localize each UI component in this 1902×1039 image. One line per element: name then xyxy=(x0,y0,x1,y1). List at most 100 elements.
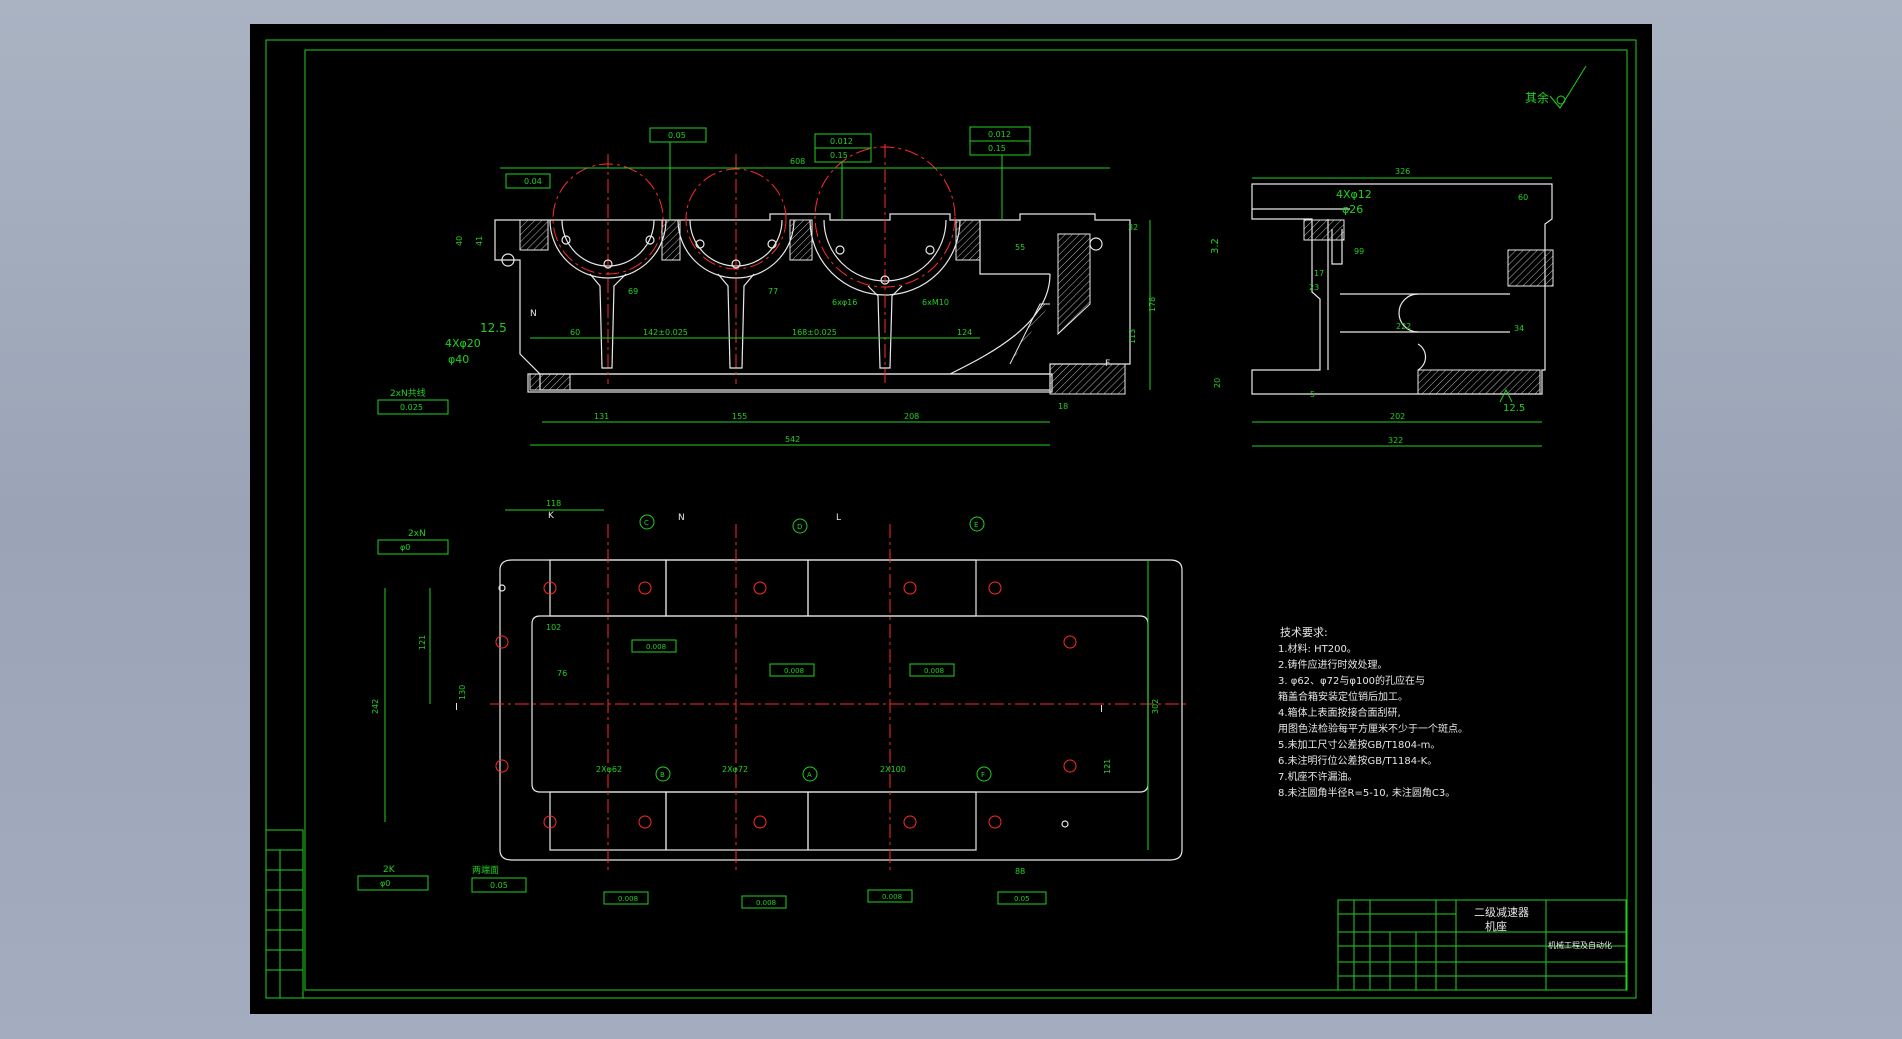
side-view: 326 60 99 222 34 202 322 20 5 23 17 4Xφ1… xyxy=(1210,167,1554,447)
svg-text:8.未注圆角半径R=5-10, 未注圆角C3。: 8.未注圆角半径R=5-10, 未注圆角C3。 xyxy=(1278,786,1455,799)
svg-text:1.材料: HT200。: 1.材料: HT200。 xyxy=(1278,642,1357,655)
svg-text:12.5: 12.5 xyxy=(1503,403,1525,414)
svg-text:0.008: 0.008 xyxy=(756,899,776,907)
svg-text:20: 20 xyxy=(1213,378,1222,388)
svg-text:542: 542 xyxy=(785,435,800,444)
svg-text:0.008: 0.008 xyxy=(924,667,944,675)
svg-text:102: 102 xyxy=(546,623,561,632)
svg-text:178: 178 xyxy=(1148,297,1157,312)
top-view: 118 102 76 242 121 130 302 121 88 K N L … xyxy=(357,499,1190,909)
svg-text:I: I xyxy=(455,702,458,713)
svg-text:2xN: 2xN xyxy=(408,529,426,539)
svg-text:0.008: 0.008 xyxy=(882,893,902,901)
svg-text:302: 302 xyxy=(1151,699,1160,714)
inner-border xyxy=(304,49,1628,991)
svg-text:41: 41 xyxy=(475,236,484,246)
svg-text:φ26: φ26 xyxy=(1342,203,1363,216)
svg-text:155: 155 xyxy=(732,412,747,421)
svg-text:121: 121 xyxy=(418,635,427,650)
svg-text:3.2: 3.2 xyxy=(1210,238,1221,254)
svg-text:4Xφ12: 4Xφ12 xyxy=(1336,188,1372,201)
svg-text:142±0.025: 142±0.025 xyxy=(643,328,688,337)
svg-text:5: 5 xyxy=(1310,390,1315,399)
svg-text:608: 608 xyxy=(790,157,805,166)
svg-text:C: C xyxy=(644,519,649,527)
svg-text:40: 40 xyxy=(455,236,464,246)
svg-text:121: 121 xyxy=(1103,759,1112,774)
svg-text:机座: 机座 xyxy=(1485,919,1507,933)
svg-text:55: 55 xyxy=(1015,243,1025,252)
svg-text:32: 32 xyxy=(1128,223,1138,232)
svg-text:12.5: 12.5 xyxy=(480,321,507,335)
svg-text:2X100: 2X100 xyxy=(880,765,906,774)
svg-text:E: E xyxy=(974,521,978,529)
svg-text:A: A xyxy=(807,771,812,779)
svg-text:F: F xyxy=(1105,359,1110,369)
svg-text:322: 322 xyxy=(1388,436,1403,445)
svg-text:L: L xyxy=(836,513,841,523)
svg-text:124: 124 xyxy=(957,328,972,337)
svg-text:二级减速器: 二级减速器 xyxy=(1474,906,1529,919)
svg-text:118: 118 xyxy=(546,499,561,508)
svg-text:0.05: 0.05 xyxy=(1014,895,1030,903)
svg-text:I: I xyxy=(1100,704,1103,715)
svg-text:2Xφ72: 2Xφ72 xyxy=(722,765,748,774)
svg-text:4.箱体上表面按接合面刮研,: 4.箱体上表面按接合面刮研, xyxy=(1278,706,1401,719)
svg-text:0.025: 0.025 xyxy=(400,403,423,412)
svg-text:技术要求:: 技术要求: xyxy=(1280,626,1328,639)
svg-text:6xM10: 6xM10 xyxy=(922,298,949,307)
front-view: 608 542 131 155 208 60 142±0.025 168±0.0… xyxy=(377,126,1157,446)
technical-requirements: 技术要求: 1.材料: HT200。 2.铸件应进行时效处理。 3. φ62、φ… xyxy=(1278,626,1468,799)
svg-text:60: 60 xyxy=(1518,193,1528,202)
svg-text:7.机座不许漏油。: 7.机座不许漏油。 xyxy=(1278,770,1358,783)
svg-text:两端面: 两端面 xyxy=(472,864,499,876)
svg-text:77: 77 xyxy=(768,287,778,296)
svg-text:222: 222 xyxy=(1396,322,1411,331)
svg-text:K: K xyxy=(548,511,555,521)
svg-text:用图色法检验每平方厘米不少于一个斑点。: 用图色法检验每平方厘米不少于一个斑点。 xyxy=(1278,722,1468,735)
svg-text:φ0: φ0 xyxy=(380,879,390,888)
svg-text:0.15: 0.15 xyxy=(988,144,1006,153)
svg-text:2Xφ62: 2Xφ62 xyxy=(596,765,622,774)
svg-text:N: N xyxy=(678,513,685,523)
outer-border xyxy=(265,39,1637,999)
svg-text:2K: 2K xyxy=(383,865,396,875)
svg-text:2.铸件应进行时效处理。: 2.铸件应进行时效处理。 xyxy=(1278,658,1388,671)
svg-text:17: 17 xyxy=(1314,269,1324,278)
svg-text:箱盖合箱安装定位销后加工。: 箱盖合箱安装定位销后加工。 xyxy=(1278,690,1408,703)
svg-text:168±0.025: 168±0.025 xyxy=(792,328,837,337)
title-block: 二级减速器 机座 机械工程及自动化 xyxy=(1337,899,1627,991)
svg-text:3. φ62、φ72与φ100的孔应在与: 3. φ62、φ72与φ100的孔应在与 xyxy=(1278,674,1425,687)
svg-text:69: 69 xyxy=(628,287,638,296)
svg-text:202: 202 xyxy=(1390,412,1405,421)
svg-text:60: 60 xyxy=(570,328,580,337)
svg-text:0.05: 0.05 xyxy=(490,881,508,890)
svg-text:130: 130 xyxy=(458,685,467,700)
svg-text:113: 113 xyxy=(1128,329,1137,344)
svg-text:76: 76 xyxy=(557,669,567,678)
svg-text:0.008: 0.008 xyxy=(784,667,804,675)
roughness-symbol: 其余 xyxy=(1525,65,1587,109)
cad-drawing: 其余 xyxy=(265,39,1637,999)
svg-text:88: 88 xyxy=(1015,867,1025,876)
svg-text:0.04: 0.04 xyxy=(524,177,542,186)
svg-text:0.05: 0.05 xyxy=(668,131,686,140)
svg-text:326: 326 xyxy=(1395,167,1410,176)
svg-text:6xφ16: 6xφ16 xyxy=(832,298,857,307)
svg-text:机械工程及自动化: 机械工程及自动化 xyxy=(1548,940,1612,950)
svg-text:131: 131 xyxy=(594,412,609,421)
svg-text:23: 23 xyxy=(1309,283,1319,292)
svg-text:其余: 其余 xyxy=(1525,90,1549,105)
svg-text:D: D xyxy=(797,523,802,531)
svg-text:0.008: 0.008 xyxy=(618,895,638,903)
svg-text:34: 34 xyxy=(1514,324,1524,333)
svg-text:5.未加工尺寸公差按GB/T1804-m。: 5.未加工尺寸公差按GB/T1804-m。 xyxy=(1278,738,1440,751)
svg-text:0.008: 0.008 xyxy=(646,643,666,651)
svg-text:2xN共线: 2xN共线 xyxy=(390,387,426,399)
svg-text:99: 99 xyxy=(1354,247,1364,256)
svg-text:φ0: φ0 xyxy=(400,543,410,552)
svg-text:4Xφ20: 4Xφ20 xyxy=(445,337,481,350)
svg-text:0.012: 0.012 xyxy=(988,130,1011,139)
svg-text:0.012: 0.012 xyxy=(830,137,853,146)
svg-text:242: 242 xyxy=(371,699,380,714)
